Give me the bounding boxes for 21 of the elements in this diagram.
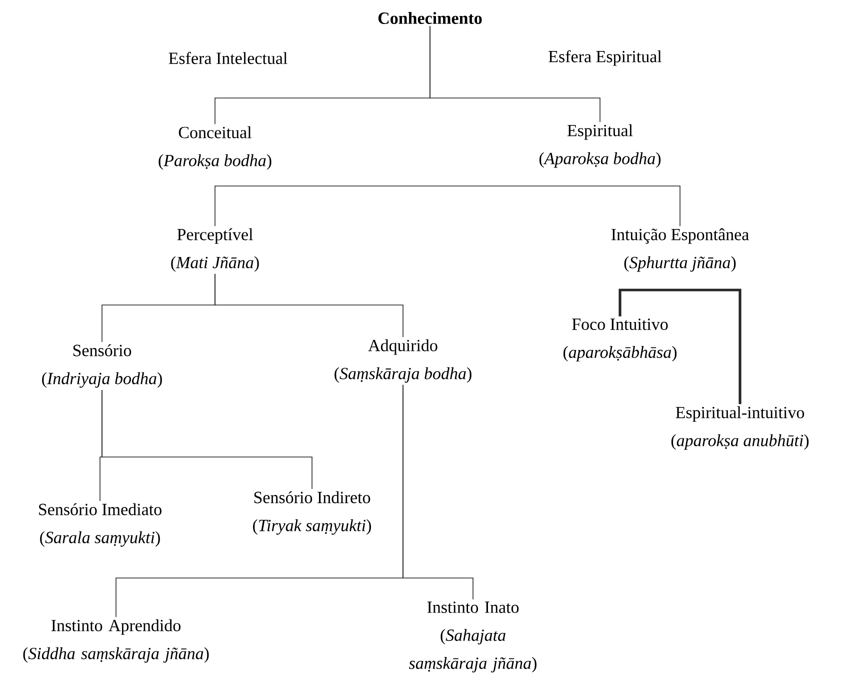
- connector-line: [214, 186, 680, 226]
- concept-label: Intuição Espontânea (Sphurtta jñāna): [611, 228, 749, 272]
- concept-label: Sensório (Indriyaja bodha): [42, 344, 162, 388]
- concept-label: Adquirido (Saṃskāraja bodha): [334, 339, 472, 383]
- concept-label: Espiritual-intuitivo (aparokṣa anubhūti): [671, 406, 809, 450]
- connector-line: [102, 390, 312, 490]
- concept-label: Foco Intuitivo (aparokṣābhāsa): [563, 318, 677, 362]
- connector-line: [402, 384, 474, 600]
- concept-label: Espiritual (Aparokṣa bodha): [539, 124, 661, 168]
- connector-line: [214, 274, 404, 338]
- concept-label: Instinto Inato (Sahajata saṃskāraja jñāna): [408, 602, 536, 672]
- concept-label: Sensório Imediato (Sarala saṃyukti): [39, 503, 162, 547]
- concept-label: Sensório Indireto (Tiryak saṃyukti): [253, 491, 371, 535]
- connector-line: [430, 26, 600, 122]
- concept-label: Perceptível (Mati Jñāna): [171, 228, 259, 272]
- concept-label: Conceitual (Parokṣa bodha): [158, 126, 272, 170]
- connector-line: [618, 288, 742, 404]
- concept-label: Instinto Aprendido (Siddha saṃskāraja jñāna): [23, 619, 209, 663]
- concept-label: Conhecimento: [378, 12, 482, 24]
- branch-label: Esfera Espiritual: [548, 50, 662, 66]
- branch-label: Esfera Intelectual: [168, 52, 288, 64]
